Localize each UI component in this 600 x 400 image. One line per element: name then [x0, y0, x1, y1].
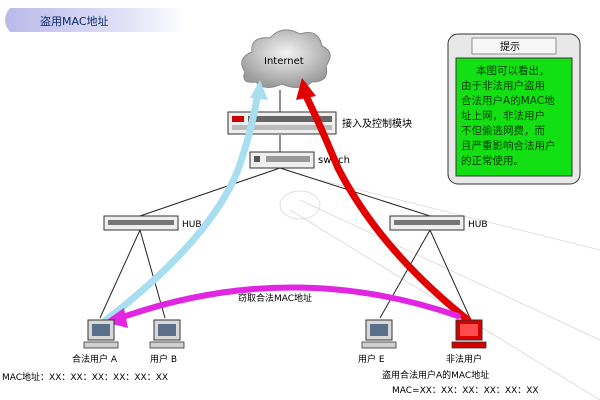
legit-traffic-arrowhead — [250, 80, 268, 100]
hint-line-6: 的正常使用。 — [461, 154, 524, 167]
title-banner: 盗用MAC地址 — [5, 8, 186, 32]
hint-line-1: 由于非法用户盗用 — [461, 79, 545, 92]
hint-line-4: 不但偷逃网费，而 — [461, 124, 545, 137]
illegal-traffic-arrowhead — [296, 78, 316, 100]
steal-mac-label: 窃取合法MAC地址 — [238, 292, 312, 304]
hint-box: 提示 本图可以看出， 由于非法用户盗用 合法用户A的MAC地 址上网，非法用户 … — [447, 33, 581, 185]
hint-line-3: 址上网，非法用户 — [461, 109, 545, 122]
user-e-label: 用户 E — [358, 353, 385, 365]
hub-right-label: HUB — [468, 220, 488, 230]
user-a-label: 合法用户 A — [72, 353, 118, 365]
access-module-label: 接入及控制模块 — [342, 117, 412, 130]
legit-traffic-arrow — [102, 88, 262, 324]
hint-title: 提示 — [500, 41, 520, 53]
illegal-user-mac: MAC=XX：XX：XX：XX：XX：XX — [392, 386, 539, 396]
internet-cloud: Internet — [241, 29, 331, 88]
illegal-user-desc: 盗用合法用户A的MAC地址 — [382, 369, 489, 381]
hub-left-label: HUB — [182, 220, 202, 230]
pc-user-a — [83, 319, 119, 349]
illegal-traffic-arrow — [302, 92, 472, 324]
user-b-label: 用户 B — [150, 353, 177, 365]
pc-user-e — [361, 319, 397, 349]
hint-line-5: 且严重影响合法用户 — [461, 139, 556, 152]
hint-line-0: 本图可以看出， — [476, 64, 550, 77]
page-title: 盗用MAC地址 — [40, 14, 109, 28]
steal-mac-arrow — [117, 284, 461, 321]
user-a-mac: MAC地址：XX：XX：XX：XX：XX：XX — [2, 371, 168, 383]
pc-user-b — [149, 319, 185, 349]
hub-left: HUB — [103, 215, 202, 231]
pc-illegal-user — [451, 319, 487, 349]
hint-line-2: 合法用户A的MAC地 — [461, 94, 555, 107]
illegal-user-label: 非法用户 — [446, 353, 482, 365]
internet-label: Internet — [264, 56, 304, 67]
hub-right: HUB — [389, 215, 488, 231]
